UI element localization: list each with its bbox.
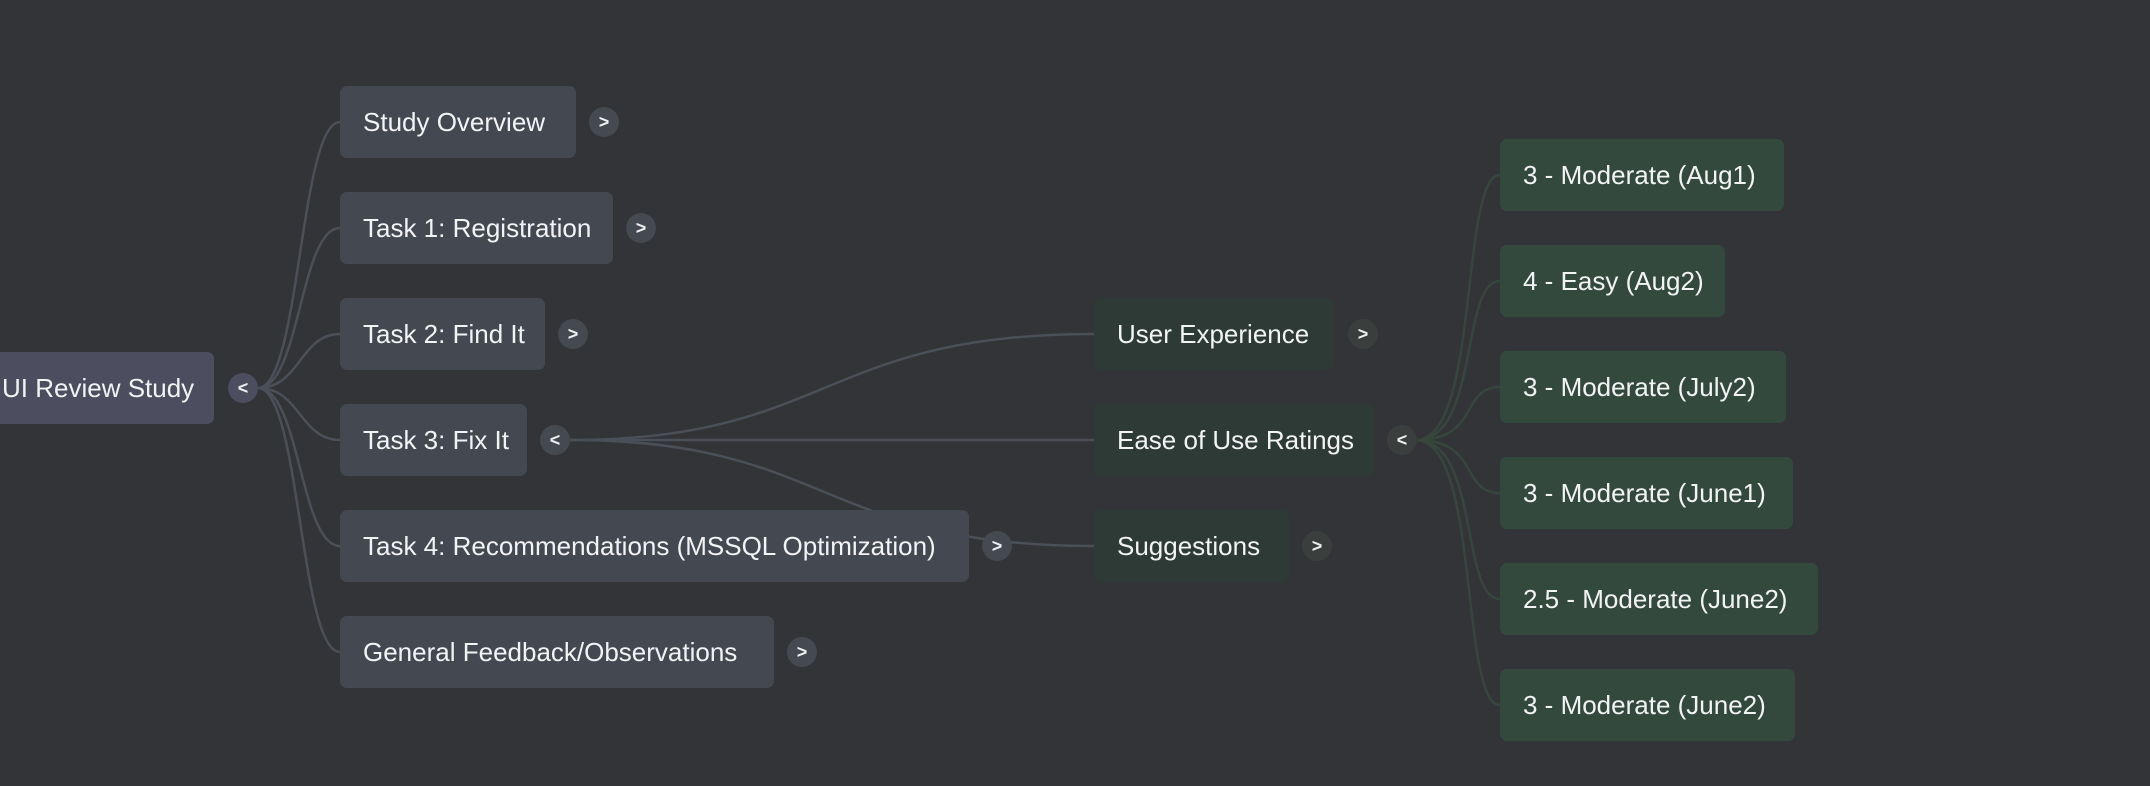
edge-root-task4 — [257, 386, 341, 548]
edge-root-task2 — [257, 332, 341, 390]
node-rating-aug1[interactable]: 3 - Moderate (Aug1) — [1500, 139, 1784, 211]
node-label: Task 1: Registration — [363, 212, 592, 243]
edge-root-task1 — [257, 226, 341, 390]
root-node-ui-review-study[interactable]: UI Review Study — [0, 352, 214, 424]
root-node-label: UI Review Study — [2, 372, 195, 403]
node-rating-june1[interactable]: 3 - Moderate (June1) — [1500, 457, 1793, 529]
expand-toggle-user-experience[interactable]: > — [1348, 319, 1378, 349]
node-task2-find-it[interactable]: Task 2: Find It — [340, 298, 545, 370]
edge-ease-rating-1 — [1415, 173, 1501, 442]
node-label: Suggestions — [1117, 530, 1261, 561]
node-label: User Experience — [1117, 318, 1310, 349]
node-rating-aug2[interactable]: 4 - Easy (Aug2) — [1500, 245, 1725, 317]
edge-ease-rating-3 — [1415, 385, 1501, 442]
edge-ease-rating-6 — [1415, 438, 1501, 707]
node-label: Ease of Use Ratings — [1117, 424, 1355, 455]
node-label: Task 3: Fix It — [363, 424, 509, 455]
edge-ease-rating-2 — [1415, 279, 1501, 442]
expand-toggle-suggestions[interactable]: > — [1302, 531, 1332, 561]
node-label: 3 - Moderate (Aug1) — [1523, 159, 1756, 190]
expand-toggle-task1[interactable]: > — [626, 213, 656, 243]
node-label: 4 - Easy (Aug2) — [1523, 265, 1704, 296]
edge-root-general — [257, 386, 341, 654]
node-label: 3 - Moderate (June1) — [1523, 477, 1766, 508]
node-label: Task 4: Recommendations (MSSQL Optimizat… — [363, 530, 936, 561]
edge-root-task3 — [257, 386, 341, 442]
node-rating-june2-b[interactable]: 3 - Moderate (June2) — [1500, 669, 1795, 741]
collapse-toggle-task3[interactable]: < — [540, 425, 570, 455]
collapse-toggle-ease-of-use[interactable]: < — [1387, 425, 1417, 455]
node-label: 3 - Moderate (July2) — [1523, 371, 1756, 402]
expand-toggle-general-feedback[interactable]: > — [787, 637, 817, 667]
node-suggestions[interactable]: Suggestions — [1094, 510, 1289, 582]
expand-toggle-task4[interactable]: > — [982, 531, 1012, 561]
node-task4-recommendations[interactable]: Task 4: Recommendations (MSSQL Optimizat… — [340, 510, 969, 582]
node-label: 2.5 - Moderate (June2) — [1523, 583, 1788, 614]
expand-toggle-study-overview[interactable]: > — [589, 107, 619, 137]
node-study-overview[interactable]: Study Overview — [340, 86, 576, 158]
edge-ease-rating-5 — [1415, 438, 1501, 601]
node-label: Study Overview — [363, 106, 546, 137]
node-label: 3 - Moderate (June2) — [1523, 689, 1766, 720]
edge-ease-rating-4 — [1415, 438, 1501, 495]
edge-root-study-overview — [257, 120, 341, 390]
node-rating-july2[interactable]: 3 - Moderate (July2) — [1500, 351, 1786, 423]
node-task3-fix-it[interactable]: Task 3: Fix It — [340, 404, 527, 476]
expand-toggle-task2[interactable]: > — [558, 319, 588, 349]
node-label: Task 2: Find It — [363, 318, 525, 349]
node-label: General Feedback/Observations — [363, 636, 738, 667]
node-rating-june2-a[interactable]: 2.5 - Moderate (June2) — [1500, 563, 1818, 635]
collapse-toggle-root[interactable]: < — [228, 373, 258, 403]
node-general-feedback[interactable]: General Feedback/Observations — [340, 616, 774, 688]
node-user-experience[interactable]: User Experience — [1094, 298, 1334, 370]
edge-task3-user-experience — [569, 332, 1095, 442]
node-task1-registration[interactable]: Task 1: Registration — [340, 192, 613, 264]
node-ease-of-use-ratings[interactable]: Ease of Use Ratings — [1094, 404, 1374, 476]
